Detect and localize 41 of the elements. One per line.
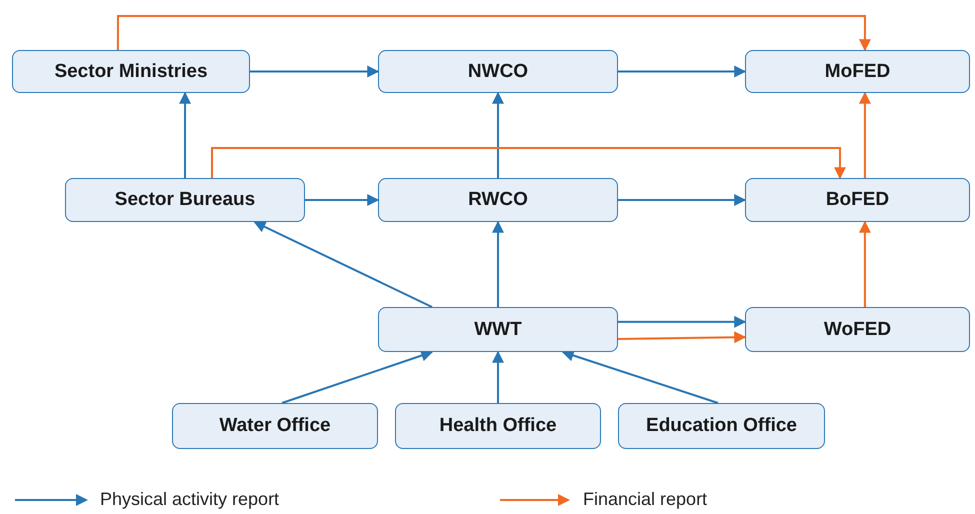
box-label: Water Office (219, 415, 331, 437)
arrow (618, 316, 746, 328)
box-label: WoFED (824, 318, 892, 340)
legend-label: Financial report (583, 489, 708, 510)
process-box (378, 307, 618, 352)
process-box (745, 50, 970, 93)
arrow (858, 92, 871, 178)
process-box (172, 403, 378, 449)
arrow (305, 194, 380, 206)
arrow (282, 350, 434, 404)
arrow (250, 66, 380, 78)
arrow (858, 220, 871, 307)
arrow (492, 350, 504, 403)
arrow (254, 221, 432, 308)
arrow (562, 350, 718, 404)
process-box (745, 178, 970, 222)
process-box (12, 50, 250, 93)
box-label: Health Office (439, 415, 557, 437)
arrow (492, 220, 504, 307)
legend-label: Physical activity report (100, 489, 280, 510)
arrow (179, 92, 192, 178)
arrow (211, 147, 846, 180)
box-label: Education Office (646, 415, 797, 437)
arrow (116, 15, 871, 52)
process-box (378, 50, 618, 93)
process-box (65, 178, 305, 222)
box-label: Sector Bureaus (114, 189, 256, 211)
arrow (618, 194, 746, 206)
arrow (618, 331, 746, 344)
process-box (395, 403, 601, 449)
box-label: RWCO (468, 189, 528, 211)
box-label: MoFED (824, 60, 890, 82)
arrow (492, 92, 504, 178)
process-box (378, 178, 618, 222)
box-label: Sector Ministries (54, 60, 208, 82)
process-box (745, 307, 970, 352)
box-label: WWT (474, 318, 522, 340)
box-label: BoFED (826, 189, 890, 211)
box-label: NWCO (468, 60, 528, 82)
arrow (618, 66, 746, 78)
process-box (618, 403, 825, 449)
